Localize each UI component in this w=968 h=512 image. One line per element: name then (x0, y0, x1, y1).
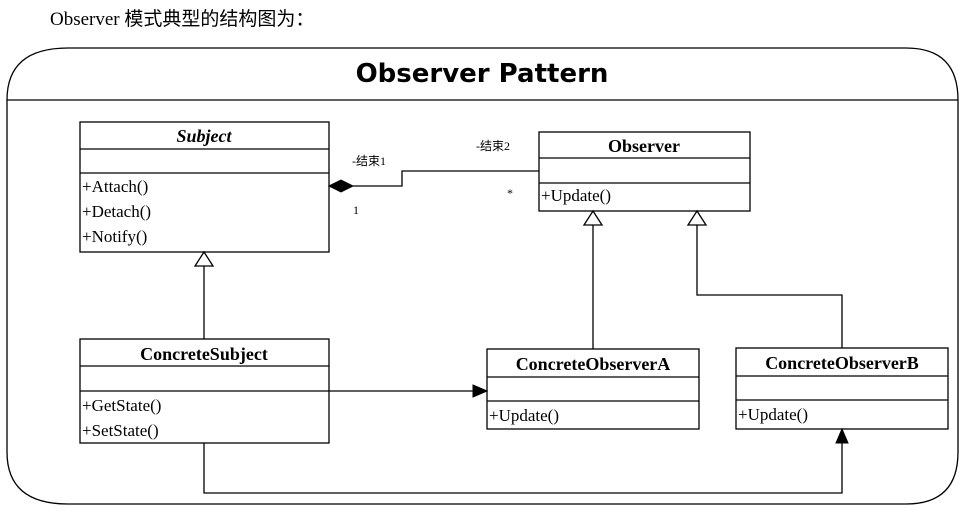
association-subject-to-observer-b (203, 427, 849, 494)
class-concrete-observer-b-name: ConcreteObserverB (765, 353, 919, 373)
class-concrete-subject-name: ConcreteSubject (140, 344, 268, 364)
class-concrete-observer-a[interactable]: ConcreteObserverA +Update() (486, 348, 700, 430)
concrete-observer-b-op-update: +Update() (738, 405, 808, 424)
association-end2-multiplicity: * (507, 186, 513, 200)
concrete-subject-op-getstate: +GetState() (82, 396, 161, 415)
generalization-concrete-subject (193, 250, 215, 339)
class-concrete-subject[interactable]: ConcreteSubject +GetState() +SetState() (79, 338, 330, 444)
frame-title: Observer Pattern (356, 59, 609, 89)
concrete-subject-op-setstate: +SetState() (82, 421, 159, 440)
subject-op-attach: +Attach() (82, 177, 148, 196)
association-end1-label: -结束1 (352, 154, 386, 168)
diagram-frame (6, 47, 959, 505)
association-end2-label: -结束2 (476, 139, 510, 153)
class-subject[interactable]: Subject +Attach() +Detach() +Notify() (79, 121, 330, 253)
concrete-observer-a-op-update: +Update() (489, 406, 559, 425)
association-end1-multiplicity: 1 (353, 203, 359, 217)
class-observer[interactable]: Observer +Update() (538, 131, 751, 212)
generalization-concrete-observer-a (582, 209, 604, 349)
subject-op-detach: +Detach() (82, 202, 151, 221)
class-subject-name: Subject (176, 126, 232, 146)
class-concrete-observer-a-name: ConcreteObserverA (516, 354, 671, 374)
class-observer-name: Observer (608, 136, 680, 156)
association-subject-observer: -结束1 1 -结束2 * (327, 139, 539, 217)
subject-op-notify: +Notify() (82, 227, 147, 246)
class-concrete-observer-b[interactable]: ConcreteObserverB +Update() (735, 347, 949, 430)
generalization-concrete-observer-b (686, 209, 843, 348)
caption-text: Observer 模式典型的结构图为： (50, 9, 315, 30)
composition-diamond (327, 179, 355, 193)
observer-op-update: +Update() (541, 186, 611, 205)
association-subject-to-observer-a (329, 384, 489, 398)
